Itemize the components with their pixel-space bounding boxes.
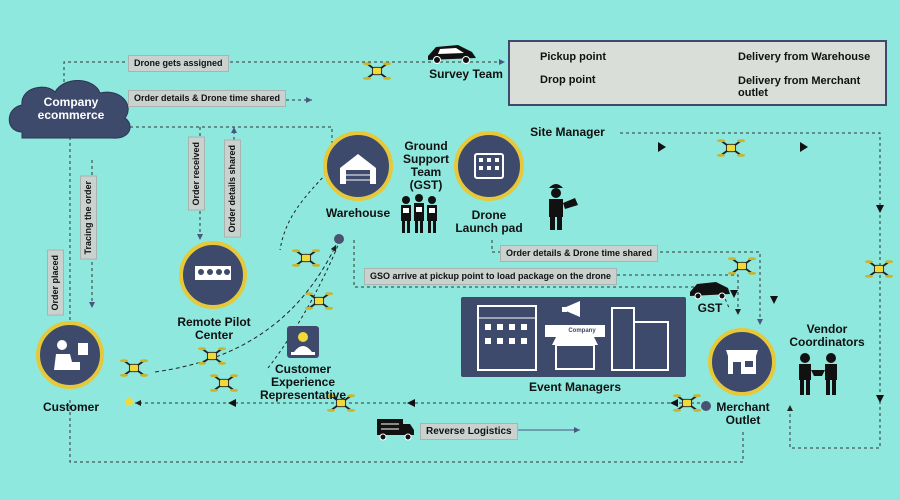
drone-icon [292,248,320,268]
site-manager-label: Site Manager [530,125,605,139]
order-details-shared-pill: Order details shared [224,140,241,238]
reverse-logistics-pill: Reverse Logistics [420,423,518,440]
survey-car-icon [690,282,730,300]
cx-rep-label: Customer Experience Representative [259,362,347,402]
drone-icon [210,373,238,393]
handshake-icon [799,353,837,395]
tracing-order-pill: Tracing the order [80,176,97,260]
worker-icon [549,184,578,230]
launch-pad-label: Drone Launch pad [455,208,523,235]
gst-team-icon [401,194,437,233]
building-icon [461,297,686,377]
merchant-outlet-label: Merchant Outlet [716,400,770,427]
customer-icon [36,321,104,389]
cx-rep-icon [287,326,319,358]
cloud-icon [8,79,131,139]
warehouse-icon [323,131,393,201]
warehouse-label: Warehouse [325,206,391,220]
legend-pickup-label: Pickup point [540,51,606,63]
vendor-coordinators-label: Vendor Coordinators [789,322,865,349]
drone-icon [865,259,893,279]
pickup-point [334,234,344,244]
drone-icon [363,61,391,81]
store-icon [708,328,776,396]
customer-label: Customer [42,400,99,414]
legend-delivery-warehouse: Delivery from Warehouse [738,51,871,63]
legend-delivery-merchant: Delivery from Merchant outlet [738,75,861,99]
company-banner: Company [568,328,596,334]
drop-point [125,398,133,406]
legend: Pickup point Drop point Delivery from Wa… [508,40,887,106]
truck-icon [377,419,414,441]
drone-icon [717,138,745,158]
order-details-top-pill: Order details & Drone time shared [128,90,287,107]
company-ecommerce-label: Company ecommerce [37,95,105,122]
drone-assigned-pill: Drone gets assigned [128,55,229,72]
event-managers-label: Event Managers [528,380,622,394]
pilot-center-icon [179,241,247,309]
order-placed-pill: Order placed [47,250,64,316]
order-details-right-pill: Order details & Drone time shared [500,245,659,262]
gst-title-label: Ground Support Team (GST) [403,139,449,192]
survey-team-label: Survey Team [429,67,503,81]
drone-icon [198,346,226,366]
gst-small-label: GST [697,301,723,315]
pickup-point [701,401,711,411]
launch-pad-icon [454,131,524,201]
order-received-pill: Order received [188,137,205,211]
survey-car-icon [428,45,476,64]
drone-icon [120,358,148,378]
drone-icon [728,256,756,276]
gso-arrive-pill: GSO arrive at pickup point to load packa… [364,268,618,285]
legend-drop-label: Drop point [540,74,596,86]
drone-icon [305,291,333,311]
remote-pilot-label: Remote Pilot Center [177,315,251,342]
megaphone-icon [562,301,580,317]
